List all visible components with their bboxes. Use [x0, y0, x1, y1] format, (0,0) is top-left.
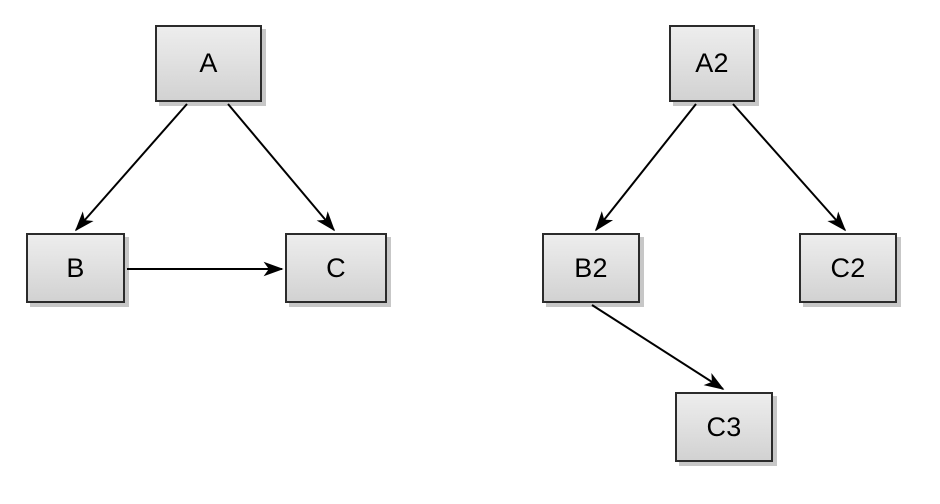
node-label-a: A	[199, 48, 218, 78]
node-label-c3: C3	[706, 411, 742, 442]
edge-b2-to-c3	[591, 304, 725, 390]
node-c3[interactable]: C3	[675, 392, 773, 462]
node-label-b2: B2	[574, 252, 608, 283]
node-a[interactable]: A	[155, 25, 262, 102]
edge-group	[74, 103, 847, 390]
node-c[interactable]: C	[285, 233, 387, 303]
edge-a2-to-c2	[732, 103, 847, 232]
node-label-c2: C2	[830, 252, 866, 283]
node-c2[interactable]: C2	[799, 233, 897, 303]
edge-a-to-c	[227, 103, 336, 232]
edge-a-to-b	[74, 103, 188, 232]
node-label-b: B	[66, 252, 85, 283]
node-b[interactable]: B	[26, 233, 125, 303]
node-a2[interactable]: A2	[669, 25, 755, 102]
edge-a2-to-b2	[595, 103, 697, 232]
node-b2[interactable]: B2	[542, 233, 640, 303]
node-label-a2: A2	[695, 48, 729, 78]
node-label-c: C	[326, 252, 346, 283]
